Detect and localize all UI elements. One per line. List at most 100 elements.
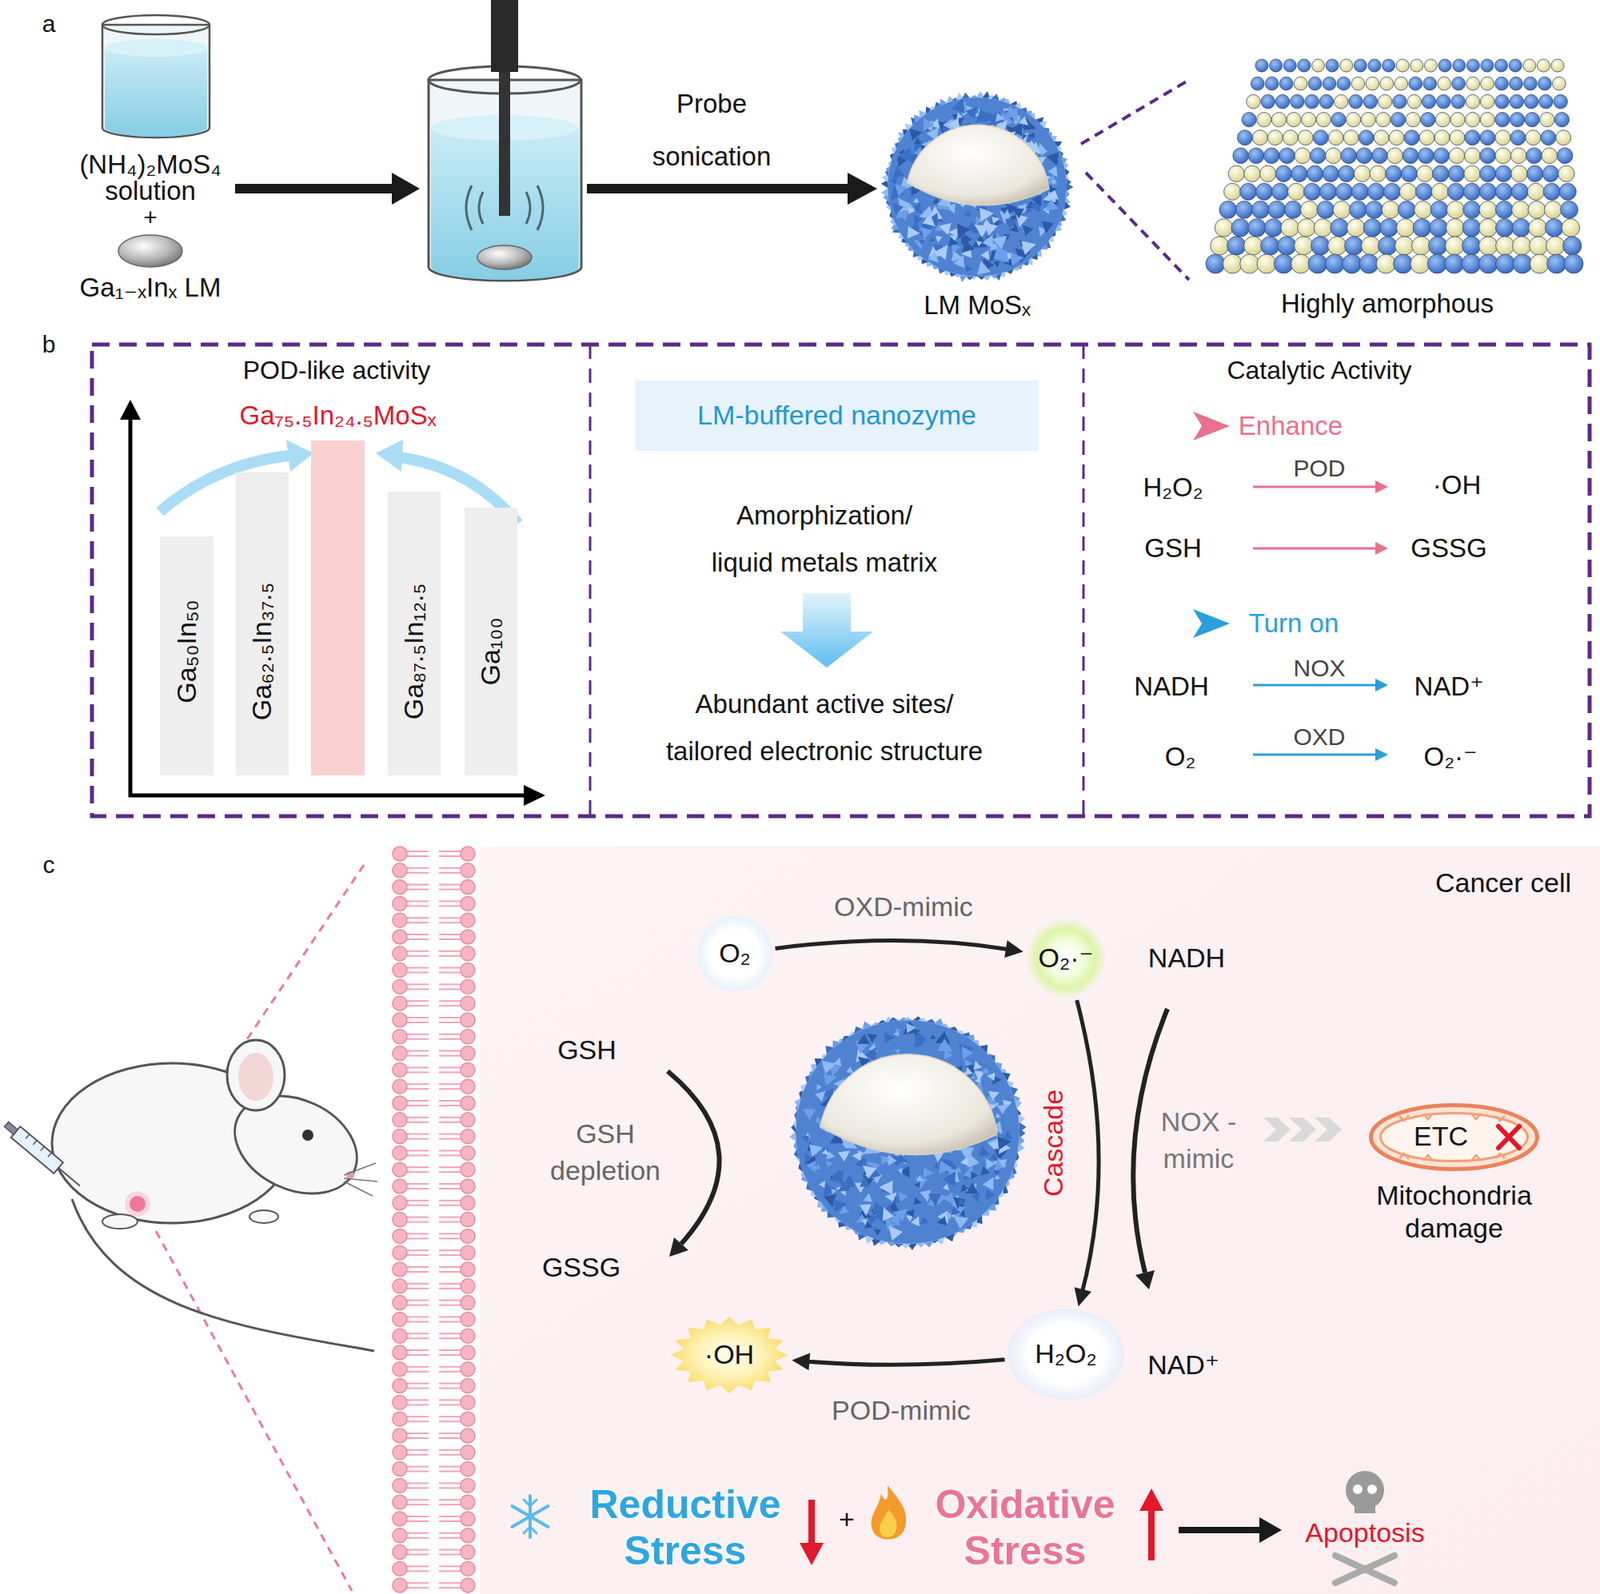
flake xyxy=(928,251,939,263)
species-text: NADH xyxy=(1133,671,1209,703)
lipid-head xyxy=(460,1179,475,1194)
composition-bar: Ga₇₅.₅In₂₄.₅MoSₓ xyxy=(311,440,365,776)
flake xyxy=(801,1136,810,1143)
spike xyxy=(1065,190,1070,199)
lipid-tail xyxy=(406,967,429,970)
flake xyxy=(982,1177,994,1191)
flake xyxy=(898,1192,909,1203)
lipid-tail xyxy=(438,1071,462,1074)
lipid-head xyxy=(460,1212,475,1228)
core xyxy=(820,1054,998,1156)
atom xyxy=(1509,112,1525,128)
atom xyxy=(1287,183,1305,200)
spike xyxy=(1065,178,1072,187)
lipid-tail xyxy=(406,884,429,886)
illustration-part xyxy=(104,47,208,137)
lipid-tail xyxy=(406,1532,429,1535)
connector xyxy=(1074,1000,1099,1307)
species-text: GSSG xyxy=(542,1252,621,1284)
atom xyxy=(1438,59,1452,72)
flake xyxy=(889,176,898,185)
atom xyxy=(1444,254,1465,274)
flake xyxy=(1040,148,1047,156)
illustration-part xyxy=(102,24,210,138)
atom xyxy=(1464,165,1481,182)
lipid-tail xyxy=(438,938,462,941)
reagent-text: (NH₄)₂MoS₄ solution xyxy=(70,151,231,204)
edge-label: OXD-mimic xyxy=(833,891,974,923)
atom xyxy=(1319,183,1337,200)
illustration-part xyxy=(1085,172,1190,280)
atom xyxy=(1385,165,1402,182)
lipid-head xyxy=(460,1428,475,1444)
lipid-tail xyxy=(406,1337,429,1340)
species-text: ·OH xyxy=(704,1339,755,1371)
lipid-tail xyxy=(406,1166,429,1169)
illustration-part xyxy=(91,344,1590,817)
spike xyxy=(971,1040,980,1047)
atom xyxy=(1342,254,1362,274)
spike xyxy=(793,1118,797,1130)
atom xyxy=(1231,219,1250,238)
flake xyxy=(943,1193,955,1205)
flake xyxy=(936,1216,946,1226)
flake xyxy=(973,1061,982,1071)
atom xyxy=(1445,236,1465,256)
atom xyxy=(1271,112,1286,128)
atom xyxy=(1301,112,1317,128)
liquid-metal-drop xyxy=(118,235,183,268)
lipid-head xyxy=(460,979,475,994)
atom xyxy=(1529,254,1549,274)
atom xyxy=(1271,183,1289,200)
spike xyxy=(794,1098,802,1109)
atom xyxy=(1328,236,1347,256)
lipid-tail xyxy=(438,967,462,970)
flake xyxy=(963,210,972,217)
lipid-tail xyxy=(406,1549,429,1552)
lipid-tail xyxy=(438,917,462,919)
illustration-part xyxy=(1252,486,1377,489)
atom xyxy=(1407,94,1421,108)
block-arrow xyxy=(780,593,874,668)
flake xyxy=(809,1144,823,1158)
lipid-head xyxy=(392,1129,407,1145)
atom xyxy=(1527,183,1545,200)
atom xyxy=(1294,147,1311,164)
lipid-tail xyxy=(406,1354,429,1357)
lipid-tail xyxy=(406,972,429,974)
lipid-head xyxy=(460,863,475,878)
flake xyxy=(914,1181,921,1189)
stress-label: Reductive Stress xyxy=(577,1482,794,1575)
lipid-tail xyxy=(438,1204,462,1207)
chart-axes xyxy=(119,399,546,806)
atom xyxy=(1462,236,1481,256)
lipid-tail xyxy=(406,1404,429,1406)
chart-title: POD-like activity xyxy=(243,355,431,386)
illustration-part xyxy=(477,245,532,270)
atom xyxy=(1372,147,1389,164)
section-title: Catalytic Activity xyxy=(1226,355,1412,386)
stress-label: Oxidative Stress xyxy=(917,1482,1134,1575)
atom xyxy=(1512,254,1533,274)
atom xyxy=(1479,236,1498,256)
spike xyxy=(1047,235,1054,243)
flake xyxy=(837,1150,850,1162)
flake xyxy=(953,255,965,268)
lipid-tail xyxy=(438,1332,462,1335)
illustration-part xyxy=(129,1196,146,1213)
nadh-arrow xyxy=(1133,1009,1168,1290)
lipid-tail xyxy=(406,900,429,902)
lipid-head xyxy=(460,1145,475,1161)
flake xyxy=(942,1171,957,1187)
atom xyxy=(1452,76,1466,91)
spike xyxy=(1065,168,1070,177)
atom xyxy=(1332,200,1351,219)
flake xyxy=(907,226,921,240)
lipid-head xyxy=(460,1345,475,1361)
flake xyxy=(829,1169,845,1183)
spike xyxy=(1005,268,1014,274)
flake xyxy=(995,112,1006,122)
atom xyxy=(1392,94,1407,108)
cell-ground xyxy=(479,846,1600,1594)
illustration-part xyxy=(490,0,519,72)
